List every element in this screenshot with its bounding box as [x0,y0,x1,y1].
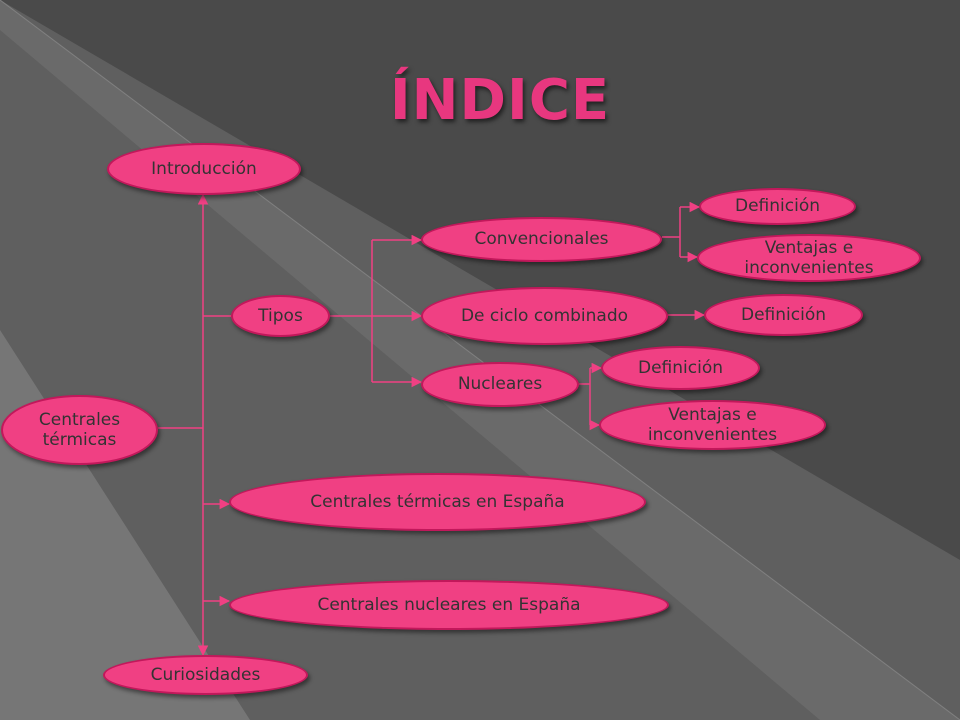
node-nucleares-espana[interactable]: Centrales nucleares en España [229,580,669,630]
node-ciclo-definicion[interactable]: Definición [704,294,863,336]
node-centrales-termicas[interactable]: Centrales térmicas [1,395,158,465]
node-conv-ventajas[interactable]: Ventajas e inconvenientes [697,234,921,282]
node-termicas-espana[interactable]: Centrales térmicas en España [229,473,646,531]
node-conv-definicion[interactable]: Definición [699,188,856,225]
node-nuc-definicion[interactable]: Definición [601,346,760,390]
page-title: ÍNDICE [389,68,611,133]
node-tipos[interactable]: Tipos [231,295,330,337]
node-nuc-ventajas[interactable]: Ventajas e inconvenientes [599,400,826,450]
node-ciclo-combinado[interactable]: De ciclo combinado [421,287,668,345]
node-curiosidades[interactable]: Curiosidades [103,655,308,695]
node-convencionales[interactable]: Convencionales [421,217,662,262]
node-introduccion[interactable]: Introducción [107,143,301,195]
node-nucleares[interactable]: Nucleares [421,362,579,407]
